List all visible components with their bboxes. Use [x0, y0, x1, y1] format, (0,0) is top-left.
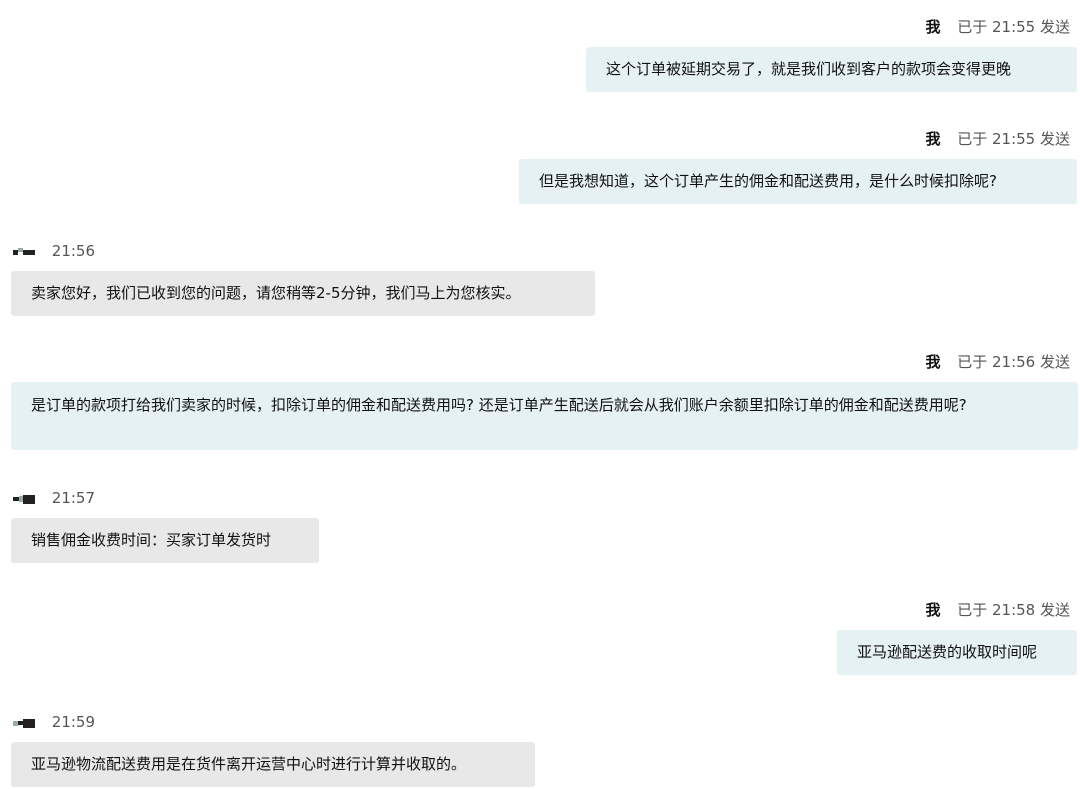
message-text: 但是我想知道，这个订单产生的佣金和配送费用，是什么时候扣除呢?: [539, 172, 997, 190]
sender-name: 我: [925, 601, 941, 619]
sender-name: 我: [925, 130, 941, 148]
message-meta: 我 已于 21:55 发送: [925, 17, 1070, 37]
message-text: 是订单的款项打给我们卖家的时候，扣除订单的佣金和配送费用吗? 还是订单产生配送后…: [31, 396, 967, 414]
message-text: 亚马逊配送费的收取时间呢: [857, 643, 1038, 661]
message-bubble: 亚马逊物流配送费用是在货件离开运营中心时进行计算并收取的。: [11, 742, 535, 787]
message-bubble: 这个订单被延期交易了，就是我们收到客户的款项会变得更晚: [586, 47, 1077, 92]
message-text: 亚马逊物流配送费用是在货件离开运营中心时进行计算并收取的。: [31, 755, 467, 773]
message-timestamp: 已于 21:56 发送: [957, 353, 1070, 371]
message-meta: 我 已于 21:56 发送: [925, 352, 1070, 372]
message-bubble: 亚马逊配送费的收取时间呢: [837, 630, 1077, 675]
message-text: 卖家您好，我们已收到您的问题，请您稍等2-5分钟，我们马上为您核实。: [31, 284, 521, 302]
message-meta: 21:56: [13, 241, 95, 261]
message-bubble: 销售佣金收费时间：买家订单发货时: [11, 518, 319, 563]
message-text: 销售佣金收费时间：买家订单发货时: [31, 531, 272, 549]
message-timestamp: 21:56: [51, 242, 96, 260]
avatar: [13, 493, 37, 505]
sender-name: 我: [925, 18, 941, 36]
message-meta: 21:59: [13, 712, 95, 732]
message-timestamp: 已于 21:58 发送: [957, 601, 1070, 619]
avatar: [13, 717, 37, 729]
message-timestamp: 21:57: [51, 489, 96, 507]
sender-name: 我: [925, 353, 941, 371]
message-meta: 我 已于 21:55 发送: [925, 129, 1070, 149]
avatar: [13, 246, 37, 258]
message-bubble: 但是我想知道，这个订单产生的佣金和配送费用，是什么时候扣除呢?: [519, 159, 1077, 204]
message-text: 这个订单被延期交易了，就是我们收到客户的款项会变得更晚: [606, 60, 1012, 78]
message-timestamp: 已于 21:55 发送: [957, 18, 1070, 36]
message-timestamp: 21:59: [51, 713, 96, 731]
message-timestamp: 已于 21:55 发送: [957, 130, 1070, 148]
message-meta: 我 已于 21:58 发送: [925, 600, 1070, 620]
message-bubble: 卖家您好，我们已收到您的问题，请您稍等2-5分钟，我们马上为您核实。: [11, 271, 595, 316]
message-bubble: 是订单的款项打给我们卖家的时候，扣除订单的佣金和配送费用吗? 还是订单产生配送后…: [11, 382, 1078, 450]
message-meta: 21:57: [13, 488, 95, 508]
